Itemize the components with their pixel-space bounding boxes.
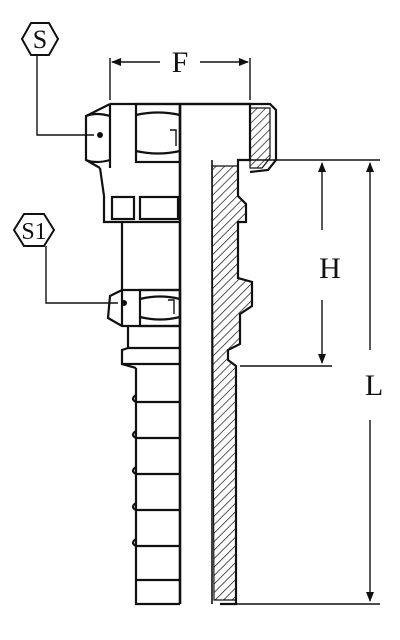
nut-chamfer-bottom [135,149,181,155]
hex-callout-s: S [20,22,103,138]
dimension-lines [109,58,380,605]
fitting-outline [84,102,278,606]
nut-notch-right [138,195,180,221]
nut-notch-left [110,195,136,221]
dim-label-h: H [319,252,341,285]
hex-callout-s1: S1 [12,213,127,306]
dim-label-f: F [172,46,189,79]
hex-label-s1: S1 [21,219,46,245]
nut-chamfer-top [135,111,181,117]
nut-outline-left [84,103,111,169]
section-hatching [211,107,271,601]
hex-label-s: S [33,25,47,54]
dim-label-l: L [365,369,383,402]
